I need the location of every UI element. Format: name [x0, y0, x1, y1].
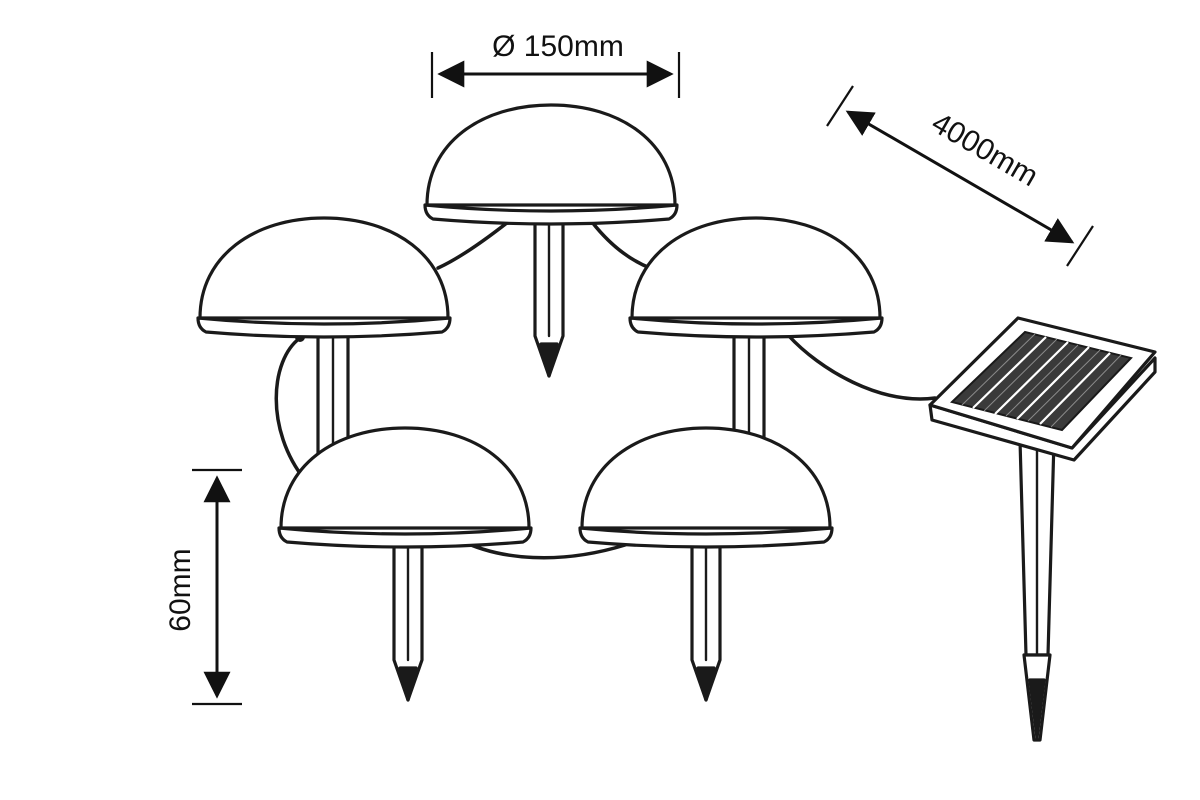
dimension-height: 60mm — [164, 468, 242, 706]
lamp-bottom-left — [277, 426, 533, 702]
solar-panel — [928, 316, 1157, 742]
height-label: 60mm — [164, 548, 197, 631]
cable-top-to-right — [590, 220, 652, 270]
cable-right-to-panel — [786, 333, 937, 401]
dimension-cable-length: 4000mm — [826, 85, 1094, 267]
dimension-diameter: Ø 150mm — [430, 30, 681, 98]
cable-left-to-bottom-left — [274, 336, 307, 482]
cable-left-to-top — [436, 220, 510, 270]
diameter-label: Ø 150mm — [492, 30, 624, 63]
lamp-right — [628, 216, 884, 462]
lamp-bottom-right — [578, 426, 834, 702]
lamp-top — [423, 103, 679, 378]
lamp-left — [196, 216, 452, 462]
cable-length-label: 4000mm — [926, 106, 1044, 193]
